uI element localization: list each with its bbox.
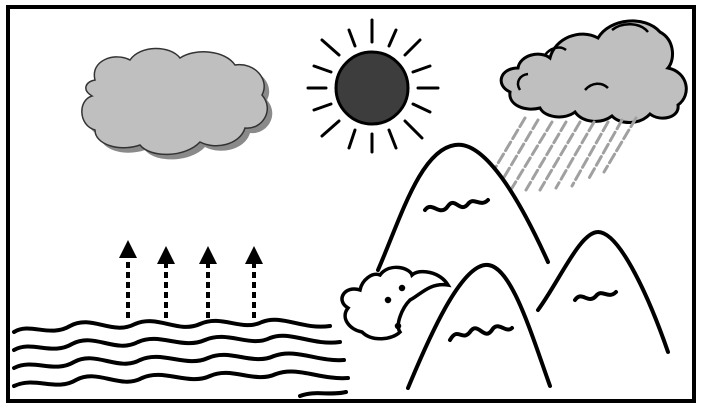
sun-disc [336, 52, 408, 124]
cumulus-cloud [82, 48, 272, 159]
